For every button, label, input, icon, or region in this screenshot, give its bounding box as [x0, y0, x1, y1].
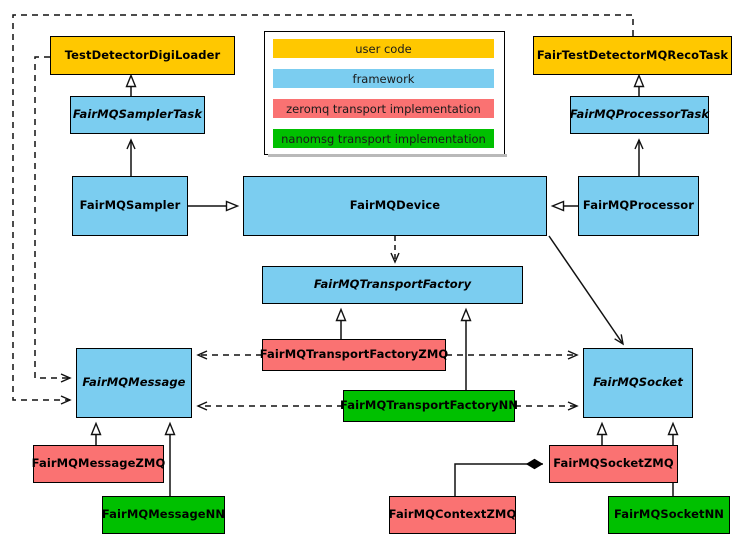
class-box-fairmqtransportfactorynn[interactable]: FairMQTransportFactoryNN	[339, 390, 519, 422]
class-label-fairmqprocessortask: FairMQProcessorTask	[569, 107, 710, 122]
rel-device-socket	[548, 235, 624, 346]
class-label-fairmqsocketnn: FairMQSocketNN	[613, 507, 725, 522]
class-box-fairmqtransportfactoryzmq[interactable]: FairMQTransportFactoryZMQ	[259, 339, 449, 371]
class-box-fairmqsocketnn[interactable]: FairMQSocketNN	[608, 496, 730, 534]
class-label-fairmqmessage: FairMQMessage	[82, 375, 186, 390]
legend-label-framework: framework	[352, 71, 415, 86]
legend-item-zeromq: zeromq transport implementation	[273, 99, 494, 118]
class-box-fairmqdevice[interactable]: FairMQDevice	[243, 176, 547, 236]
class-label-fairtestdetectormqrecotask: FairTestDetectorMQRecoTask	[536, 47, 729, 62]
class-label-fairmqsampler: FairMQSampler	[79, 198, 181, 213]
legend-label-user-code: user code	[355, 41, 412, 56]
class-box-fairmqmessagezmq[interactable]: FairMQMessageZMQ	[31, 445, 166, 483]
rel-recotask-message	[12, 14, 634, 405]
class-label-fairmqsocket: FairMQSocket	[593, 375, 683, 390]
class-label-fairmqtransportfactorynn: FairMQTransportFactoryNN	[339, 398, 519, 413]
class-label-fairmqmessagezmq: FairMQMessageZMQ	[31, 456, 166, 471]
legend-item-framework: framework	[273, 69, 494, 88]
class-box-fairmqprocessortask[interactable]: FairMQProcessorTask	[570, 96, 709, 134]
class-box-fairtestdetectormqrecotask[interactable]: FairTestDetectorMQRecoTask	[533, 36, 732, 75]
legend-label-nanomsg: nanomsg transport implementation	[281, 131, 486, 146]
class-label-fairmqmessagenn: FairMQMessageNN	[101, 507, 226, 522]
class-label-fairmqtransportfactory: FairMQTransportFactory	[313, 277, 472, 292]
legend-shadow	[268, 154, 507, 157]
legend-item-user-code: user code	[273, 39, 494, 58]
rel-contextzmq-socketzmq	[454, 464, 543, 496]
class-box-fairmqmessage[interactable]: FairMQMessage	[76, 348, 192, 418]
class-box-fairmqsocketzmq[interactable]: FairMQSocketZMQ	[549, 445, 678, 483]
class-label-testdetectordigiloader: TestDetectorDigiLoader	[64, 47, 221, 62]
class-box-fairmqsamplertask[interactable]: FairMQSamplerTask	[70, 96, 205, 134]
class-box-fairmqsampler[interactable]: FairMQSampler	[72, 176, 188, 236]
class-label-fairmqsocketzmq: FairMQSocketZMQ	[553, 456, 674, 471]
class-box-fairmqtransportfactory[interactable]: FairMQTransportFactory	[262, 266, 523, 304]
class-box-fairmqmessagenn[interactable]: FairMQMessageNN	[102, 496, 225, 534]
rel-digiloader-message	[34, 56, 72, 383]
class-label-fairmqsamplertask: FairMQSamplerTask	[72, 107, 203, 122]
class-box-fairmqprocessor[interactable]: FairMQProcessor	[578, 176, 699, 236]
class-label-fairmqdevice: FairMQDevice	[349, 198, 441, 213]
legend-item-nanomsg: nanomsg transport implementation	[273, 129, 494, 148]
legend-label-zeromq: zeromq transport implementation	[286, 101, 481, 116]
class-box-fairmqsocket[interactable]: FairMQSocket	[583, 348, 693, 418]
legend-panel: user code framework zeromq transport imp…	[264, 31, 507, 157]
class-label-fairmqtransportfactoryzmq: FairMQTransportFactoryZMQ	[259, 347, 449, 362]
class-label-fairmqprocessor: FairMQProcessor	[582, 198, 695, 213]
class-label-fairmqcontextzmq: FairMQContextZMQ	[388, 507, 517, 522]
class-box-fairmqcontextzmq[interactable]: FairMQContextZMQ	[389, 496, 516, 534]
class-box-testdetectordigiloader[interactable]: TestDetectorDigiLoader	[50, 36, 235, 75]
